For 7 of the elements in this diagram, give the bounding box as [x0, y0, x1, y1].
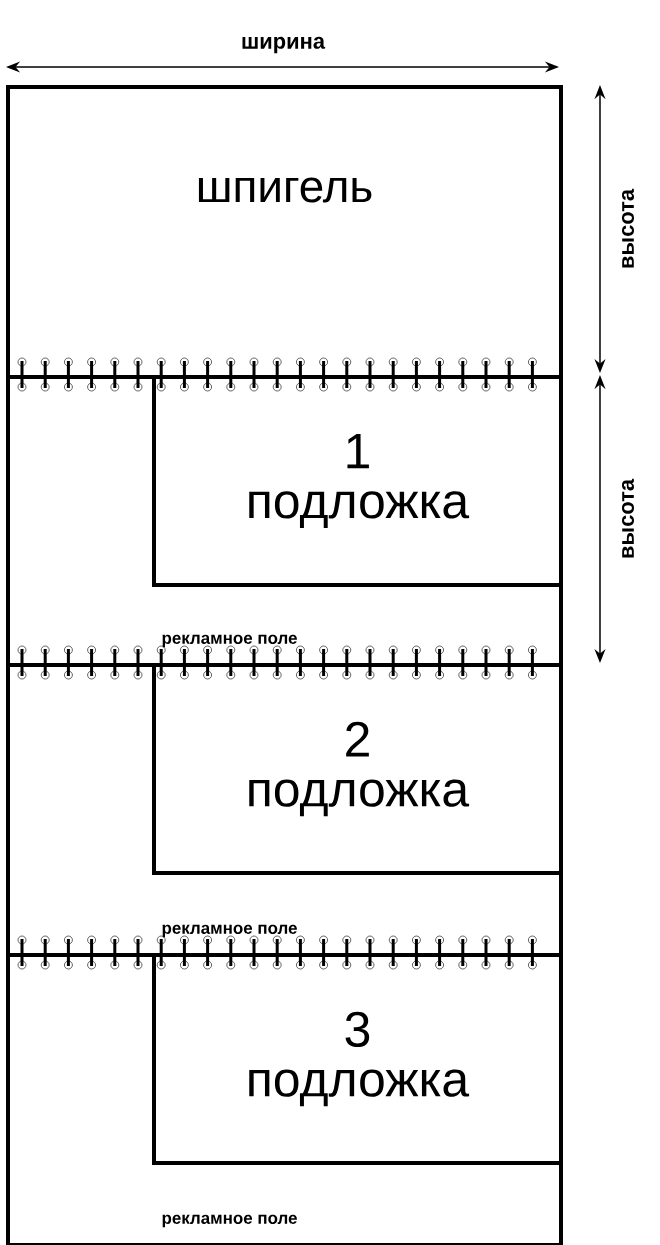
- dimension-label: высота: [622, 478, 634, 558]
- backing-board-box: 1 подложка: [152, 375, 563, 587]
- backing-board-box: 3 подложка: [152, 953, 563, 1165]
- dimension-label: высота: [622, 188, 634, 268]
- header-section: шпигель: [6, 85, 563, 379]
- dimension-label: ширина: [242, 36, 326, 54]
- backing-board-box: 2 подложка: [152, 663, 563, 875]
